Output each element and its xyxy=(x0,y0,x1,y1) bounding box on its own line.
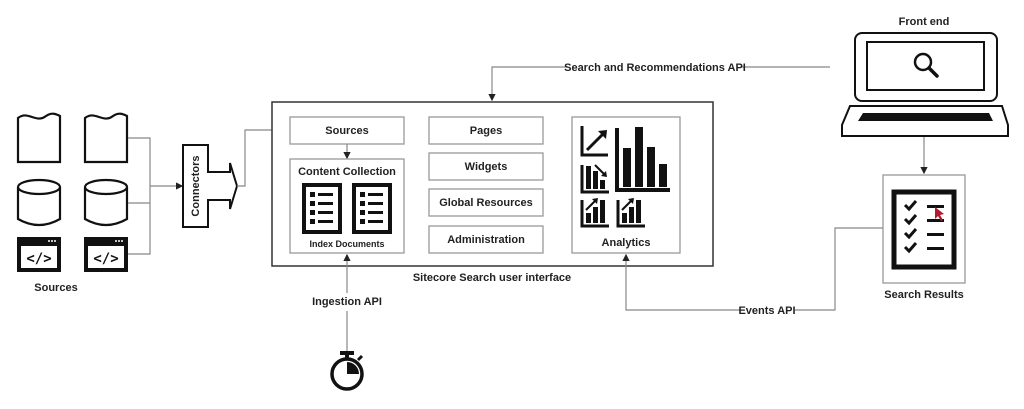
stopwatch-icon xyxy=(330,351,364,391)
ui-box-sources-label: Sources xyxy=(325,125,368,137)
sources-group-label: Sources xyxy=(34,282,77,294)
global-resources-label: Global Resources xyxy=(439,197,533,209)
content-collection-label: Content Collection xyxy=(298,166,396,178)
connectors-label: Connectors xyxy=(190,155,202,216)
document-icon xyxy=(83,112,129,164)
code-window-icon: </> xyxy=(84,237,128,272)
code-window-icon: </> xyxy=(17,237,61,272)
ui-box-analytics[interactable]: Analytics xyxy=(571,116,681,254)
database-icon xyxy=(16,178,62,227)
cursor-pointer-icon xyxy=(935,207,944,221)
events-api-label: Events API xyxy=(738,305,795,317)
index-document-icon xyxy=(302,183,342,234)
ingestion-api-label: Ingestion API xyxy=(312,296,382,308)
ui-box-widgets[interactable]: Widgets xyxy=(428,152,544,181)
growth-chart-icon xyxy=(616,198,645,228)
ui-box-global-resources[interactable]: Global Resources xyxy=(428,188,544,217)
ui-box-administration[interactable]: Administration xyxy=(428,225,544,254)
index-documents-label: Index Documents xyxy=(309,239,384,249)
index-document-icon xyxy=(352,183,392,234)
growth-chart-icon xyxy=(580,198,609,228)
search-results-box[interactable] xyxy=(882,174,966,284)
bar-chart-icon xyxy=(615,127,670,192)
widgets-label: Widgets xyxy=(465,161,508,173)
search-results-label: Search Results xyxy=(884,289,963,301)
administration-label: Administration xyxy=(447,234,525,246)
events-api-line xyxy=(795,227,883,311)
ui-box-content-collection[interactable]: Content Collection Index Documents xyxy=(289,158,405,254)
events-api-arrow xyxy=(622,253,740,311)
svg-text:</>: </> xyxy=(26,251,51,267)
analytics-label: Analytics xyxy=(602,237,651,249)
connectors-block: Connectors xyxy=(182,144,239,228)
ui-box-sources[interactable]: Sources xyxy=(289,116,405,145)
trend-down-chart-icon xyxy=(580,164,609,194)
source-connector-line xyxy=(128,137,151,255)
laptop-icon xyxy=(841,32,1009,137)
search-magnifier-icon xyxy=(913,52,939,78)
ui-frame-label: Sitecore Search user interface xyxy=(413,272,571,284)
search-api-label: Search and Recommendations API xyxy=(564,62,746,74)
document-icon xyxy=(16,112,62,164)
svg-text:</>: </> xyxy=(93,251,118,267)
connectors-to-sources-line xyxy=(237,126,290,187)
checklist-icon xyxy=(903,200,918,254)
ui-box-pages[interactable]: Pages xyxy=(428,116,544,145)
trend-up-icon xyxy=(580,126,608,157)
database-icon xyxy=(83,178,129,227)
front-end-label: Front end xyxy=(899,16,950,28)
search-api-arrow xyxy=(488,66,568,102)
pages-label: Pages xyxy=(470,125,502,137)
